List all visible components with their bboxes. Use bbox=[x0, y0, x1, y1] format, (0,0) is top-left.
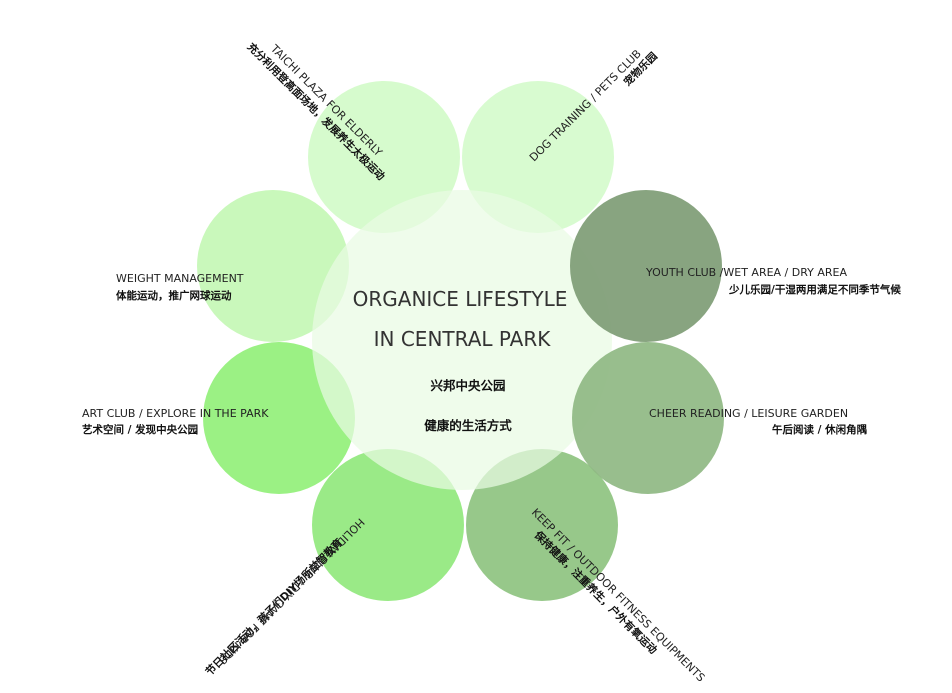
petal-circle-reading bbox=[572, 342, 724, 494]
petal-circles bbox=[197, 81, 618, 601]
center-subtitle-cn-2: 健康的生活方式 bbox=[424, 418, 512, 433]
center-title-line1: ORGANICE LIFESTYLE bbox=[353, 287, 568, 311]
center-circle bbox=[312, 190, 612, 490]
label-weight-cn: 体能运动，推广网球运动 bbox=[116, 289, 232, 302]
petal-circle-art bbox=[203, 342, 355, 494]
label-youth-cn: 少儿乐园/干湿两用满足不同季节气候 bbox=[728, 283, 901, 296]
label-reading-cn: 午后阅读 / 休闲角隅 bbox=[772, 423, 867, 436]
label-art-cn: 艺术空间 / 发现中央公园 bbox=[82, 423, 198, 436]
label-art-en: ART CLUB / EXPLORE IN THE PARK bbox=[82, 407, 269, 420]
label-youth-en: YOUTH CLUB /WET AREA / DRY AREA bbox=[645, 266, 848, 279]
petal-circle-keepfit bbox=[466, 449, 618, 601]
petal-circle-youth bbox=[570, 190, 722, 342]
petal-circle-taichi bbox=[308, 81, 460, 233]
label-reading-en: CHEER READING / LEISURE GARDEN bbox=[649, 407, 848, 420]
center-title: ORGANICE LIFESTYLE IN CENTRAL PARK 兴邦中央公… bbox=[353, 287, 568, 433]
center-title-line2: IN CENTRAL PARK bbox=[374, 327, 552, 351]
petal-circle-weight bbox=[197, 190, 349, 342]
petal-circle-holiday bbox=[312, 449, 464, 601]
label-weight-en: WEIGHT MANAGEMENT bbox=[116, 272, 244, 285]
center-subtitle-cn-1: 兴邦中央公园 bbox=[430, 378, 505, 393]
label-holiday: 节日社区活动，孩子们DIY场所益智教育 HOLIDAY CLUB / DIY G… bbox=[203, 515, 367, 678]
petal-circles-front bbox=[570, 190, 724, 494]
label-holiday-en: HOLIDAY CLUB / DIY GAME FOR KIDS bbox=[216, 515, 367, 666]
